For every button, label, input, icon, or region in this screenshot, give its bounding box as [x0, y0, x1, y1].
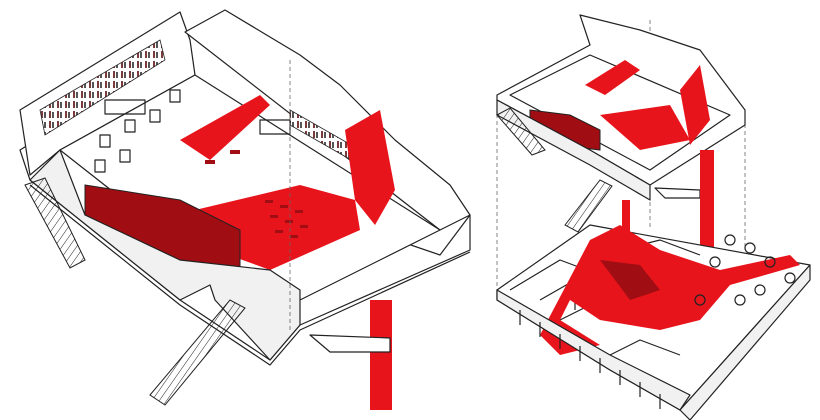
exploded-red-column [700, 150, 714, 260]
red-column [370, 300, 392, 410]
upper-stair-left [496, 107, 546, 156]
lower-front-wall [496, 289, 691, 411]
entrance-canopy [309, 334, 391, 353]
upper-stair-front [564, 179, 613, 233]
assembled-axonometric [19, 9, 471, 410]
cafe-seating [694, 234, 796, 306]
slab-underside [29, 184, 471, 366]
exploded-red-column-small [622, 200, 630, 240]
seating-rows [205, 150, 308, 238]
lower-red-accent [600, 260, 660, 300]
bookshelf-left [39, 39, 166, 136]
lower-red-ribbon [540, 225, 800, 355]
lower-level [496, 224, 811, 420]
back-right-wall [184, 9, 471, 231]
stair-left [24, 177, 86, 269]
exploded-axonometric [496, 14, 811, 420]
upper-red-wall [680, 65, 710, 145]
upper-red-panel [585, 60, 640, 95]
stair-front [149, 299, 246, 406]
upper-canopy [654, 187, 701, 199]
lower-facade-fins [519, 310, 661, 409]
furniture [94, 89, 291, 173]
upper-red-seating [600, 105, 690, 150]
upper-level [496, 14, 746, 233]
red-floor-panel [180, 95, 270, 160]
lower-right-wall [679, 264, 811, 420]
red-wall-panel [345, 110, 395, 225]
